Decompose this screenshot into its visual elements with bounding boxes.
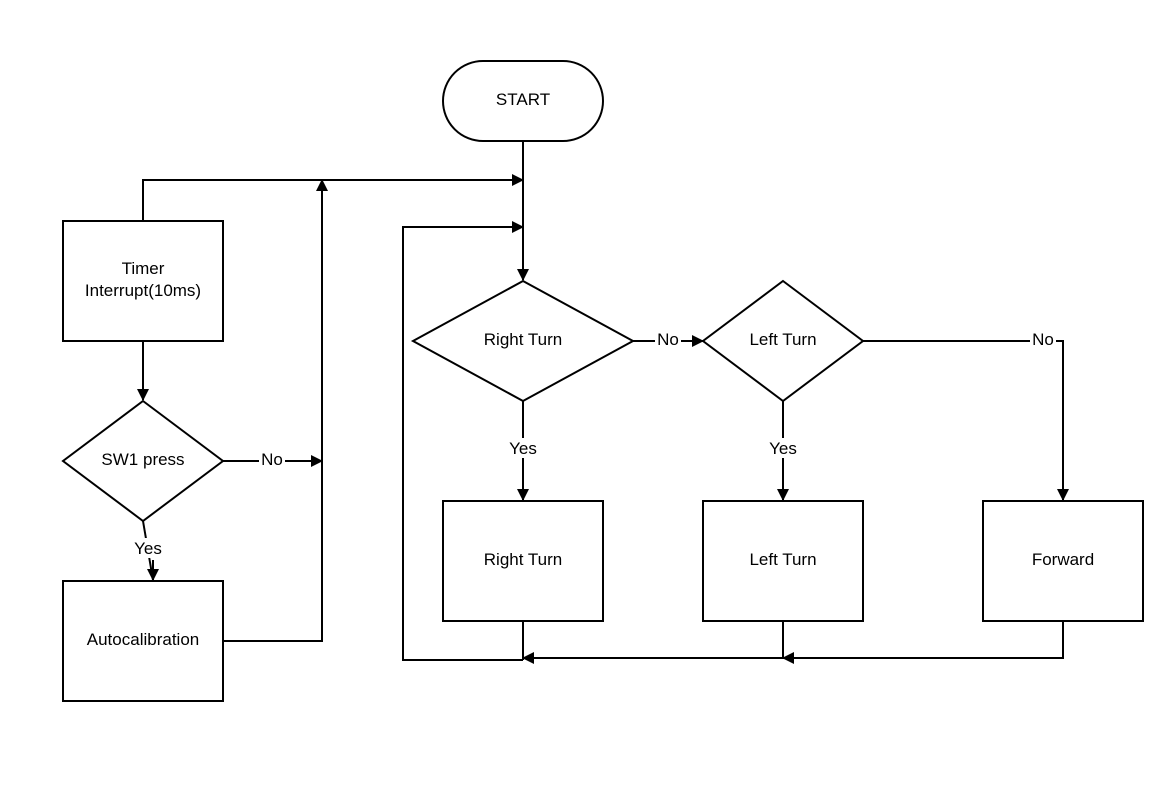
sw1-yes-bg (131, 538, 165, 558)
left-yes-label: Yes (769, 439, 797, 458)
right-decision-label: Right Turn (484, 330, 562, 349)
sw1-no-bg (259, 450, 285, 470)
start-label: START (496, 90, 550, 109)
left-no-bg (1030, 330, 1056, 350)
edge-autocal-to-main (223, 179, 328, 642)
left-turn-decision (701, 279, 865, 403)
right-yes-label: Yes (509, 439, 537, 458)
left-yes-bg (766, 438, 800, 458)
timer-label-line2: Interrupt(10ms) (85, 281, 201, 300)
sw1-press-decision (61, 399, 225, 523)
left-decision-label: Left Turn (749, 330, 816, 349)
right-action-label: Right Turn (484, 550, 562, 569)
left-action-label: Left Turn (749, 550, 816, 569)
timer-interrupt-box (62, 220, 224, 342)
right-turn-decision (410, 279, 636, 403)
forward-label: Forward (1032, 550, 1094, 569)
edge-forward-return (782, 621, 1064, 664)
right-no-bg (655, 330, 681, 350)
left-no-label: No (1032, 330, 1054, 349)
edge-return-loop (402, 221, 524, 661)
sw1-label: SW1 press (101, 450, 184, 469)
right-turn-action-box (442, 500, 604, 622)
autocal-label: Autocalibration (87, 630, 199, 649)
sw1-no-label: No (261, 450, 283, 469)
left-turn-action-box (702, 500, 864, 622)
autocalibration-box (62, 580, 224, 702)
start-terminal (442, 60, 604, 142)
sw1-yes-label: Yes (134, 539, 162, 558)
edge-left-no (863, 340, 1069, 501)
timer-label-line1: Timer (122, 259, 165, 278)
right-no-label: No (657, 330, 679, 349)
connectors (137, 141, 1069, 664)
right-yes-bg (506, 438, 540, 458)
edge-timer-to-main (142, 174, 524, 221)
forward-action-box (982, 500, 1144, 622)
